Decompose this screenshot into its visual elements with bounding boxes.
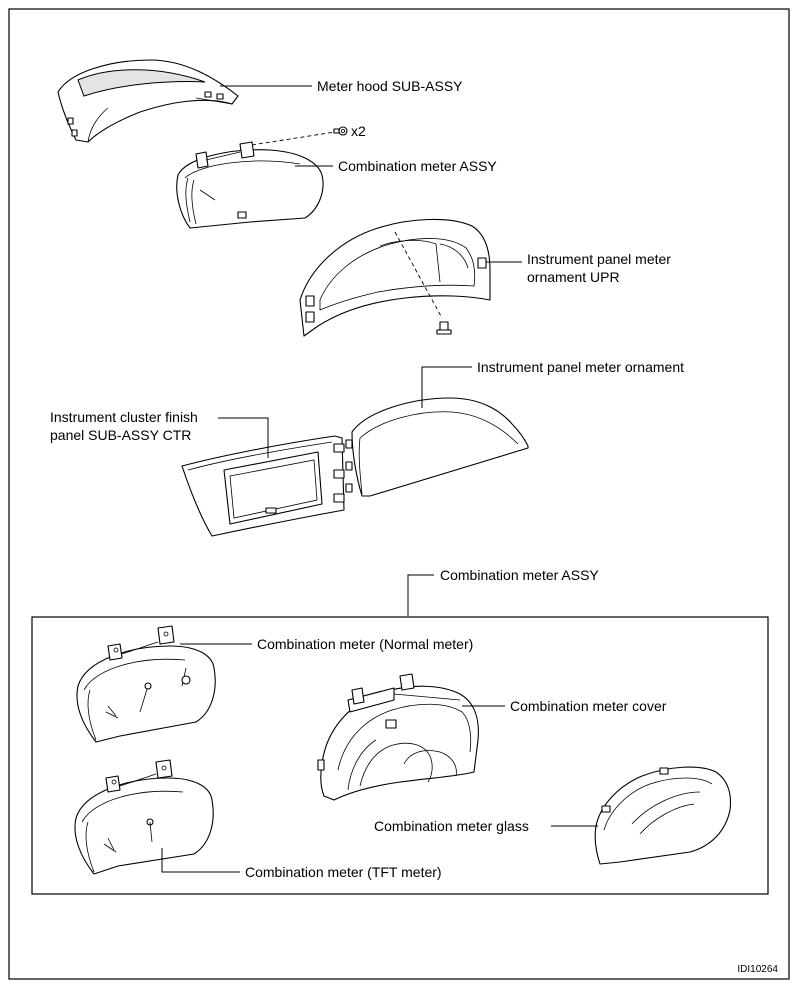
screw-icon <box>333 126 348 136</box>
cluster-finish-leader <box>218 417 269 458</box>
cluster-finish-label-line2: panel SUB-ASSY CTR <box>50 427 191 443</box>
ornament-upr-illustration <box>299 218 491 337</box>
meter-ornament-label: Instrument panel meter ornament <box>477 359 684 375</box>
ornament-screw-icon <box>436 321 452 335</box>
tft-meter-illustration <box>74 759 214 875</box>
tft-meter-label: Combination meter (TFT meter) <box>245 864 442 880</box>
screw-dashed-line <box>244 131 336 147</box>
ornament-upr-label-line1: Instrument panel meter <box>527 251 671 267</box>
combination-meter-detail-label: Combination meter ASSY <box>440 567 599 583</box>
ornament-upr-label-line2: ornament UPR <box>527 269 620 285</box>
combination-meter-top-illustration <box>176 141 324 229</box>
figure-id: IDI10264 <box>737 964 778 975</box>
meter-ornament-illustration <box>345 397 529 497</box>
tft-meter-leader <box>161 848 240 873</box>
meter-hood-label: Meter hood SUB-ASSY <box>317 78 463 94</box>
meter-cover-illustration <box>317 673 479 801</box>
cluster-finish-label-line1: Instrument cluster finish <box>50 409 198 425</box>
combination-meter-top-label: Combination meter ASSY <box>338 158 497 174</box>
meter-ornament-leader <box>421 366 472 408</box>
meter-glass-label: Combination meter glass <box>374 818 529 834</box>
cluster-finish-panel-illustration <box>181 435 345 537</box>
meter-glass-illustration <box>594 766 732 865</box>
screw-quantity: x2 <box>351 123 366 139</box>
meter-cover-label: Combination meter cover <box>510 698 667 714</box>
normal-meter-label: Combination meter (Normal meter) <box>257 636 473 652</box>
ornament-upr-dashed-line <box>394 231 443 319</box>
detail-box-leader <box>407 574 434 616</box>
detail-box <box>31 616 769 895</box>
meter-hood-illustration <box>57 59 239 143</box>
outer-frame <box>8 8 790 980</box>
normal-meter-illustration <box>76 625 216 743</box>
